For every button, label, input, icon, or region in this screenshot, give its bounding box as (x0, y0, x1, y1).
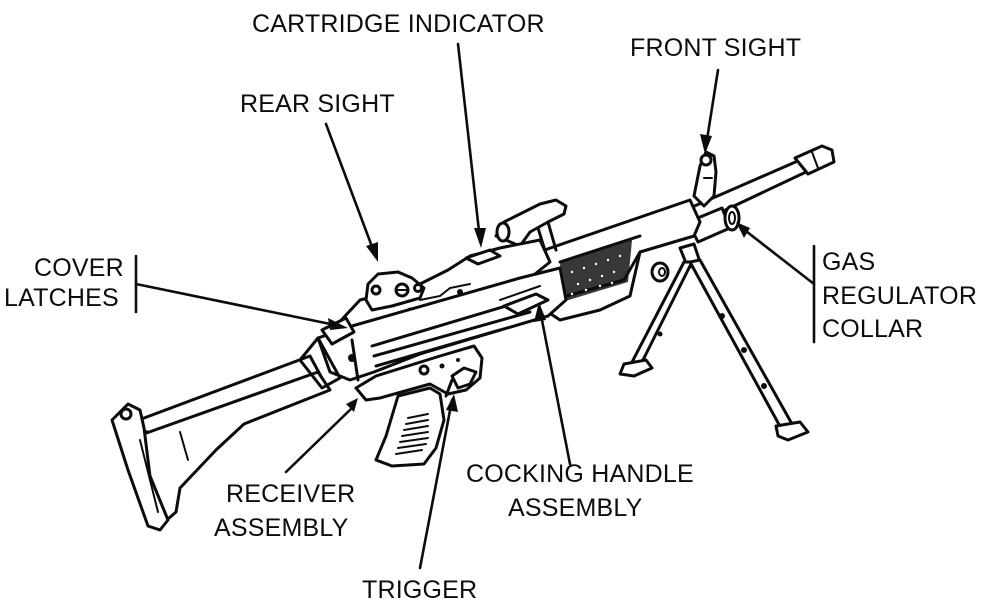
weapon-illustration (110, 144, 836, 532)
label-cover-latches-line1: COVER (34, 254, 124, 282)
receiver-assembly-leader (284, 404, 356, 474)
leader-lines (134, 42, 816, 570)
bipod (618, 242, 810, 442)
label-cover-latches-line2: LATCHES (4, 284, 119, 312)
cocking-handle-part (502, 292, 550, 316)
label-receiver-assembly-line1: RECEIVER (226, 480, 355, 508)
receiver (316, 266, 568, 382)
gas-regulator-collar-part (686, 204, 741, 244)
handguard (528, 198, 702, 322)
gas-regulator-leader (740, 226, 816, 286)
trigger-guard-part (450, 366, 478, 390)
rear-sight-leader (324, 122, 376, 254)
cocking-handle-leader (538, 308, 572, 466)
pistol-grip (374, 386, 446, 468)
rear-sight-part (364, 270, 426, 312)
label-gas-regulator-line1: GAS (822, 248, 875, 276)
label-front-sight: FRONT SIGHT (630, 34, 801, 62)
callout-labels: CARTRIDGE INDICATOR FRONT SIGHT REAR SIG… (4, 10, 977, 604)
cartridge-indicator-leader (456, 42, 482, 242)
cover-latches-leader (134, 282, 342, 328)
label-gas-regulator-line3: COLLAR (822, 315, 923, 343)
front-sight-part (692, 150, 718, 208)
trigger-leader (418, 398, 454, 570)
label-cocking-handle-line1: COCKING HANDLE (466, 460, 694, 488)
front-sight-leader (704, 68, 720, 148)
label-trigger: TRIGGER (362, 576, 477, 604)
label-gas-regulator-line2: REGULATOR (822, 282, 977, 310)
label-cocking-handle-line2: ASSEMBLY (508, 494, 643, 522)
cover-latch-part (320, 316, 356, 346)
label-cartridge-indicator: CARTRIDGE INDICATOR (252, 10, 545, 38)
cartridge-indicator-part (464, 248, 502, 266)
label-receiver-assembly-line2: ASSEMBLY (214, 514, 349, 542)
label-rear-sight: REAR SIGHT (240, 90, 395, 118)
trigger-group (354, 344, 484, 402)
buttstock (110, 336, 342, 532)
